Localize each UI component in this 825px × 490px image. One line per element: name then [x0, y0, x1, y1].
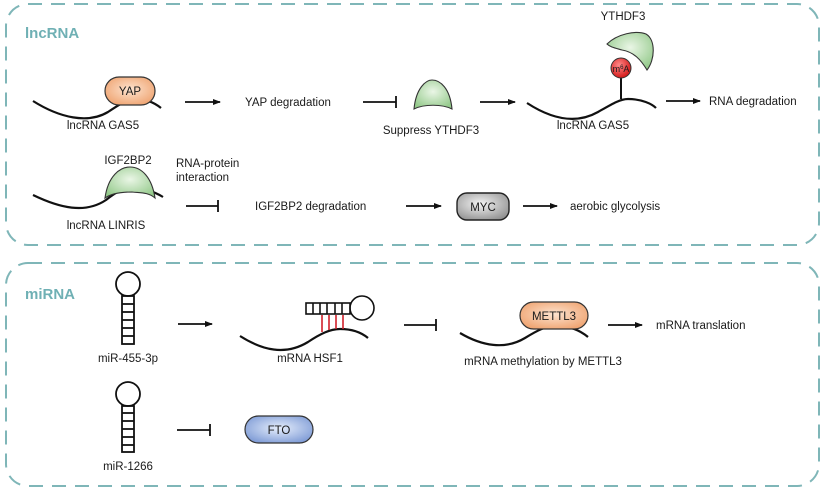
yap-protein	[104, 76, 156, 106]
mir-1266-label: miR-1266	[103, 461, 153, 473]
rna-protein-interaction-label-1: RNA-protein	[176, 158, 239, 170]
mettl3-label: METTL3	[532, 311, 576, 323]
mrna-hsf1-strand	[239, 327, 369, 351]
mrna-hsf1-label: mRNA HSF1	[277, 353, 343, 365]
m6a-mark	[610, 57, 632, 79]
fto-protein	[244, 415, 314, 444]
yap-label: YAP	[119, 86, 141, 98]
ythdf3-label: YTHDF3	[601, 11, 646, 23]
mettl3-protein	[519, 301, 589, 330]
igf2bp2-label: IGF2BP2	[104, 155, 151, 167]
mirna-section-box	[5, 262, 820, 487]
lncrna-linris-label: lncRNA LINRIS	[67, 220, 146, 232]
mrna-hsf1-mirna-duplex	[239, 295, 375, 351]
ythdf3-protein	[413, 79, 453, 110]
inhibition-arrow	[363, 96, 397, 108]
ythdf3-reader-protein	[606, 31, 654, 71]
m6a-label: m6A	[613, 64, 630, 74]
inhibition-arrow	[404, 319, 437, 331]
lncrna-gas5-label-2: lncRNA GAS5	[557, 120, 629, 132]
mir-1266-hairpin	[115, 381, 141, 453]
lncrna-gas5-yap-complex: YAP	[32, 76, 162, 120]
mrna-translation-label: mRNA translation	[656, 320, 745, 332]
myc-protein	[456, 192, 510, 221]
igf2bp2-protein	[104, 166, 156, 200]
inhibition-arrow	[177, 424, 211, 436]
fto-label: FTO	[268, 425, 291, 437]
rna-degradation-label: RNA degradation	[709, 96, 797, 108]
lncrna-gas5-m6a-complex: m6A	[526, 31, 657, 120]
mrna-methylation-label: mRNA methylation by METTL3	[464, 356, 622, 368]
lncrna-linris-igf2bp2-complex	[32, 166, 164, 210]
mrna-mettl3-complex: METTL3	[459, 301, 589, 347]
lncrna-section-title: lncRNA	[25, 25, 79, 42]
suppress-ythdf3-label: Suppress YTHDF3	[383, 125, 479, 137]
rna-protein-interaction-label-2: interaction	[176, 172, 229, 184]
lncrna-gas5-label: lncRNA GAS5	[67, 120, 139, 132]
mir-455-3p-hairpin	[115, 271, 141, 345]
aerobic-glycolysis-label: aerobic glycolysis	[570, 201, 660, 213]
mir-455-3p-label: miR-455-3p	[98, 353, 158, 365]
mirna-section-title: miRNA	[25, 286, 75, 303]
base-pairing-lines	[321, 315, 344, 332]
lncrna-gas5-strand	[526, 97, 657, 120]
myc-label: MYC	[470, 202, 496, 214]
lncrna-section-box	[5, 3, 820, 246]
inhibition-arrow	[186, 200, 219, 212]
bound-mirna-hairpin	[305, 295, 375, 321]
igf2bp2-degradation-label: IGF2BP2 degradation	[255, 201, 366, 213]
yap-degradation-label: YAP degradation	[245, 97, 331, 109]
